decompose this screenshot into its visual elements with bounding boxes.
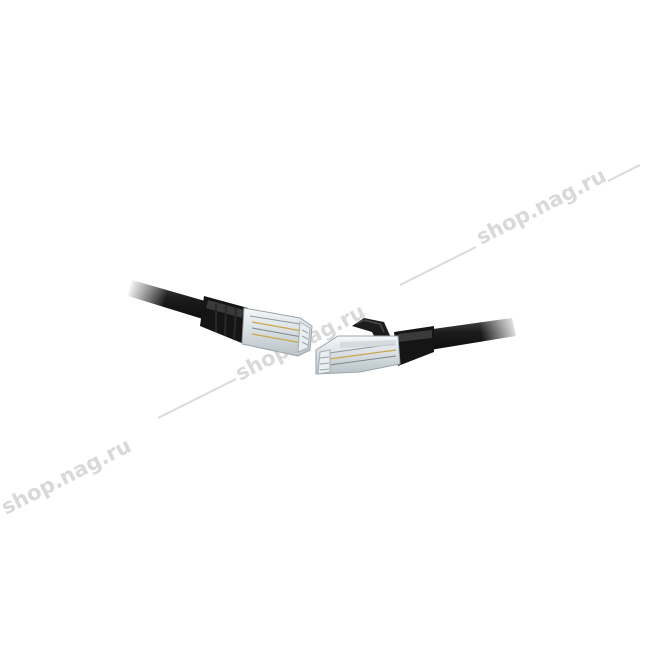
left-rj45-plug <box>125 270 313 357</box>
svg-text:shop.nag.ru: shop.nag.ru <box>472 163 610 249</box>
right-rj45-plug <box>315 311 522 375</box>
watermark-upper: shop.nag.ru <box>399 163 641 286</box>
watermark-lower: shop.nag.ru shop.nag.ru <box>0 299 369 519</box>
svg-text:shop.nag.ru: shop.nag.ru <box>0 433 135 519</box>
